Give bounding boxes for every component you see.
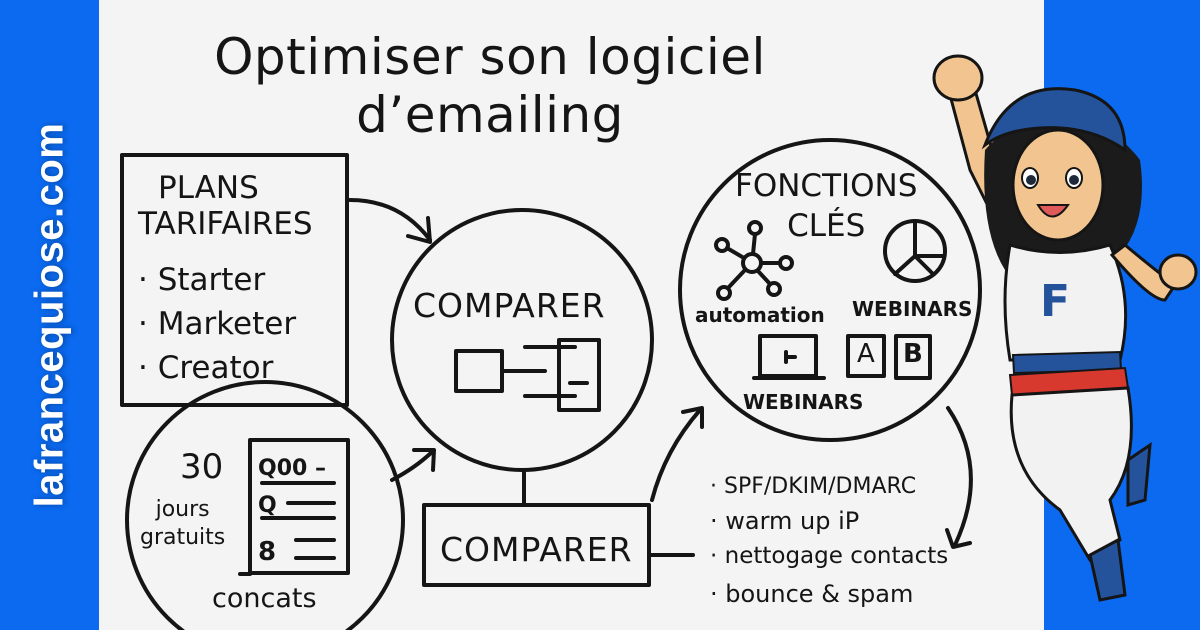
deliverability-item-warmup: · warm up iP <box>710 507 860 535</box>
document-icon: Q00 – Q 8 <box>238 438 350 576</box>
trial-days-number: 30 <box>180 447 224 487</box>
mascot-shirt-letter: F <box>1040 276 1071 327</box>
automation-label: automation <box>695 303 825 327</box>
plan-item-creator: · Creator <box>138 350 274 386</box>
svg-text:Q: Q <box>258 493 277 518</box>
webinars-label-1: WEBINARS <box>852 297 973 321</box>
ab-test-a-box <box>846 334 886 378</box>
automation-network-icon <box>714 220 794 301</box>
compare-circle <box>390 208 654 472</box>
plan-item-starter: · Starter <box>138 262 266 298</box>
arrow-to-deliverability <box>946 406 973 547</box>
compare-box-label: COMPARER <box>440 530 633 569</box>
functions-heading-line-2: CLÉS <box>787 208 866 244</box>
pie-chart-icon <box>883 219 947 283</box>
trial-caption: concats <box>212 583 317 614</box>
deliverability-item-cleanup: · nettogage contacts <box>710 543 949 569</box>
deliverability-item-bounce: · bounce & spam <box>710 580 914 608</box>
plans-heading: PLANS TARIFAIRES <box>138 170 313 242</box>
svg-text:Q00 –: Q00 – <box>258 456 326 481</box>
functions-heading-line-1: FONCTIONS <box>735 168 918 204</box>
plan-item-marketer: · Marketer <box>138 306 297 342</box>
trial-circle <box>125 380 405 630</box>
functions-circle <box>678 138 982 442</box>
trial-days-text: jours gratuits <box>140 496 225 552</box>
ab-test-b-label: B <box>903 339 923 369</box>
functions-heading: FONCTIONS CLÉS <box>735 166 917 246</box>
ab-test-a-label: A <box>857 339 875 369</box>
arrow-to-functions <box>650 408 702 502</box>
webinars-label-2: WEBINARS <box>743 390 864 414</box>
arrow-plans-to-compare <box>348 198 432 242</box>
mascot-illustration <box>932 54 1198 602</box>
plans-heading-line-2: TARIFAIRES <box>138 206 313 242</box>
svg-text:8: 8 <box>258 537 276 567</box>
left-brand-band: lafrancequiose.com <box>0 0 99 630</box>
arrow-trial-to-compare <box>390 450 434 482</box>
deliverability-item-auth: · SPF/DKIM/DMARC <box>710 474 917 499</box>
trial-line-2: gratuits <box>140 525 226 550</box>
page-title: Optimiser son logiciel d’emailing <box>200 28 780 144</box>
compare-circle-label: COMPARER <box>413 286 606 325</box>
title-line-2: d’emailing <box>356 86 624 144</box>
title-line-1: Optimiser son logiciel <box>214 28 766 86</box>
webinar-laptop-icon <box>752 334 826 380</box>
plans-heading-line-1: PLANS <box>158 170 259 206</box>
ab-test-b-box <box>894 334 932 380</box>
compare-diagram-icon <box>454 338 601 412</box>
trial-line-1: jours <box>155 497 210 522</box>
plans-box <box>120 153 349 407</box>
compare-box <box>422 503 651 587</box>
